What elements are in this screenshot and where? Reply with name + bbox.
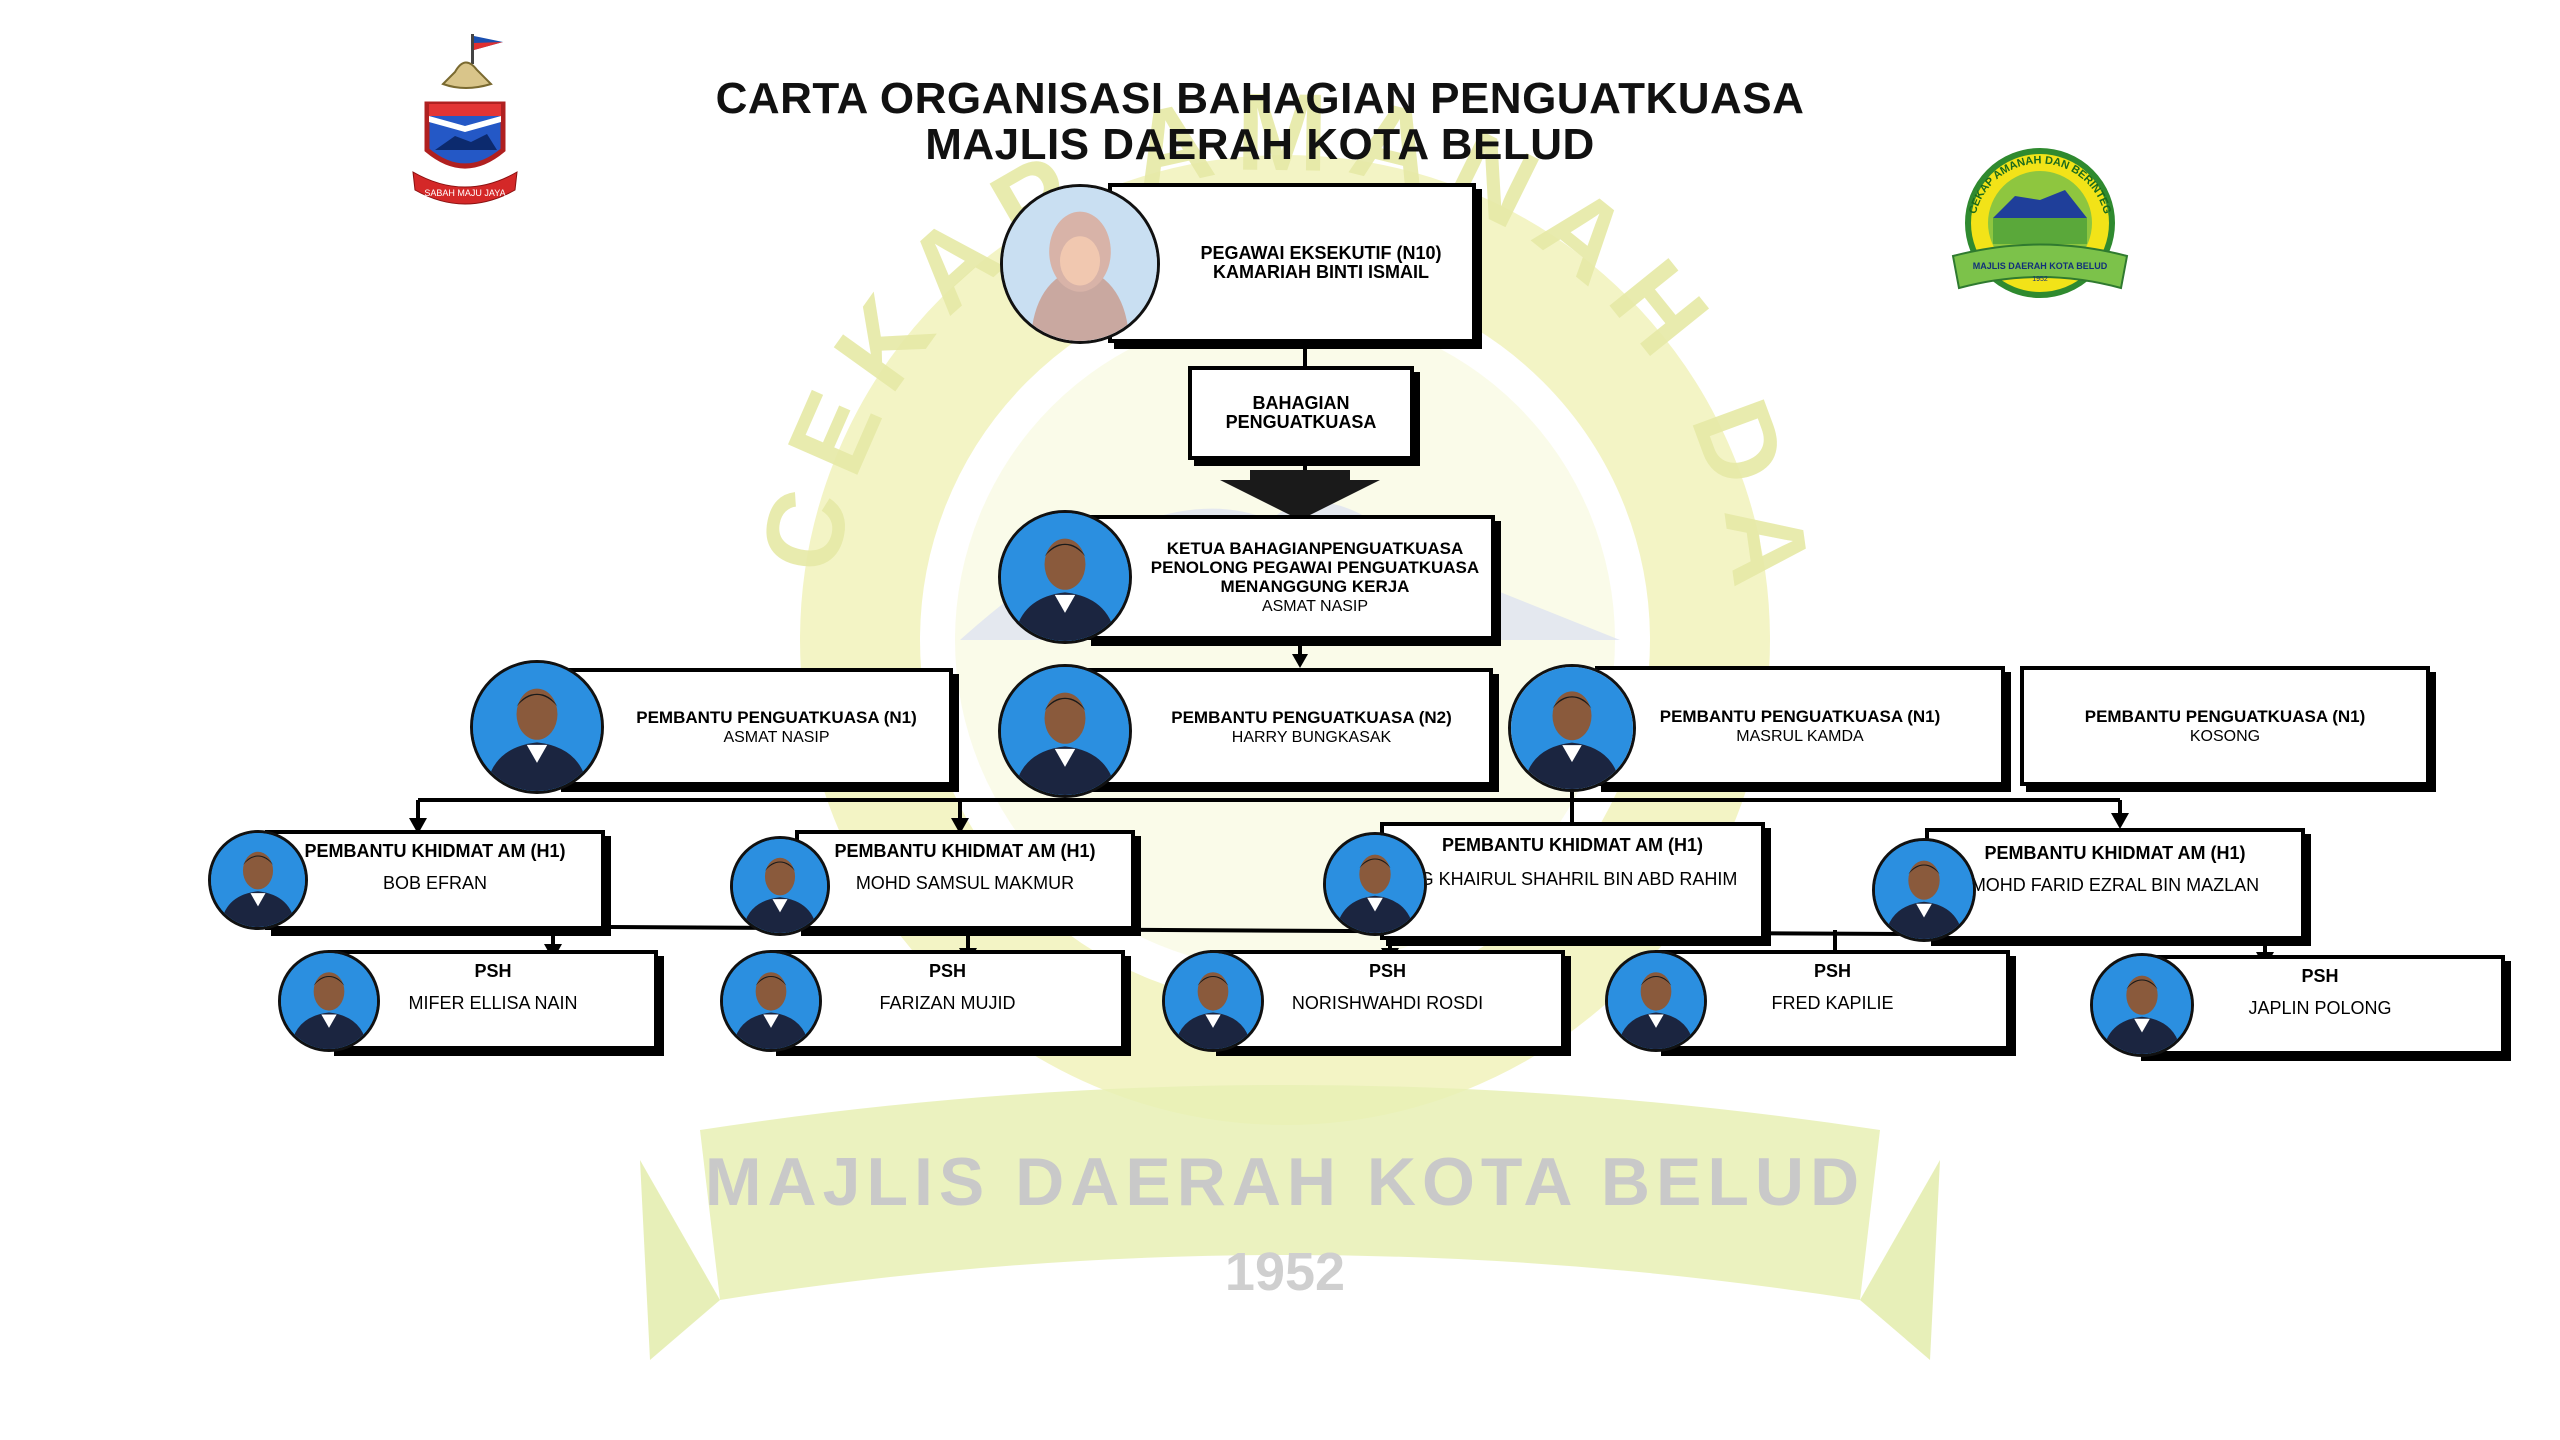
psh-photo [1605, 950, 1707, 1052]
general-worker-photo [730, 836, 830, 936]
psh-photo [1162, 950, 1264, 1052]
general-worker-role: PEMBANTU KHIDMAT AM (H1) [1984, 843, 2246, 863]
assistant-name: HARRY BUNGKASAK [1231, 728, 1392, 746]
psh-role: PSH [1813, 961, 1851, 981]
assistant-box: PEMBANTU PENGUATKUASA (N1) KOSONG [2020, 666, 2430, 786]
chief-line2: PENOLONG PEGAWAI PENGUATKUASA [1150, 558, 1480, 577]
assistant-photo [470, 660, 604, 794]
assistant-role: PEMBANTU PENGUATKUASA (N1) [2084, 706, 2366, 726]
general-worker-name: MOHD FARID EZRAL BIN MAZLAN [1970, 875, 2260, 895]
psh-name: MIFER ELLISA NAIN [408, 993, 578, 1013]
psh-box: PSH MIFER ELLISA NAIN [328, 950, 658, 1050]
assistant-role: PEMBANTU PENGUATKUASA (N2) [1171, 707, 1452, 727]
assistant-role: PEMBANTU PENGUATKUASA (N1) [636, 707, 917, 727]
head-name: KAMARIAH BINTI ISMAIL [1213, 262, 1429, 282]
psh-photo [2090, 953, 2194, 1057]
psh-photo [720, 950, 822, 1052]
chief-name: ASMAT NASIP [1261, 598, 1369, 615]
general-worker-photo [1872, 838, 1976, 942]
psh-box: PSH FARIZAN MUJID [770, 950, 1125, 1050]
assistant-box: PEMBANTU PENGUATKUASA (N1) ASMAT NASIP [555, 668, 953, 786]
general-worker-box: PEMBANTU KHIDMAT AM (H1) AG KHAIRUL SHAH… [1380, 822, 1765, 940]
division-box: BAHAGIAN PENGUATKUASA [1188, 366, 1414, 460]
state-crest-logo: SABAH MAJU JAYA [412, 34, 518, 205]
chart-title-line1: CARTA ORGANISASI BAHAGIAN PENGUATKUASA [715, 74, 1805, 123]
psh-name: NORISHWAHDI ROSDI [1291, 993, 1484, 1013]
head-officer-box: PEGAWAI EKSEKUTIF (N10) KAMARIAH BINTI I… [1108, 183, 1476, 343]
general-worker-name: MOHD SAMSUL MAKMUR [855, 873, 1075, 893]
psh-photo [278, 950, 380, 1052]
general-worker-name: AG KHAIRUL SHAHRIL BIN ABD RAHIM [1407, 869, 1738, 889]
general-worker-box: PEMBANTU KHIDMAT AM (H1) BOB EFRAN [265, 830, 605, 930]
general-worker-role: PEMBANTU KHIDMAT AM (H1) [834, 841, 1096, 861]
chief-line3: MENANGGUNG KERJA [1220, 577, 1410, 596]
psh-box: PSH NORISHWAHDI ROSDI [1210, 950, 1565, 1050]
chief-box: KETUA BAHAGIANPENGUATKUASA PENOLONG PEGA… [1085, 515, 1495, 640]
chief-line1: KETUA BAHAGIANPENGUATKUASA [1166, 539, 1464, 558]
psh-box: PSH JAPLIN POLONG [2135, 955, 2505, 1055]
council-emblem-logo: CEKAP AMANAH DAN BERINTEGRITI MAJLIS DAE… [1945, 138, 2129, 298]
crest-motto: SABAH MAJU JAYA [424, 188, 505, 198]
chart-title-line2: MAJLIS DAERAH KOTA BELUD [925, 120, 1595, 169]
division-line1: BAHAGIAN [1252, 393, 1350, 413]
assistant-role: PEMBANTU PENGUATKUASA (N1) [1659, 706, 1941, 726]
general-worker-box: PEMBANTU KHIDMAT AM (H1) MOHD SAMSUL MAK… [795, 830, 1135, 930]
assistant-name: ASMAT NASIP [723, 728, 830, 746]
general-worker-role: PEMBANTU KHIDMAT AM (H1) [304, 841, 566, 861]
division-down-arrow [1220, 470, 1380, 520]
psh-role: PSH [928, 961, 966, 981]
emblem-banner-text: MAJLIS DAERAH KOTA BELUD [1973, 261, 2108, 271]
chief-photo [998, 510, 1132, 644]
watermark-year: 1952 [1225, 1242, 1345, 1302]
head-role: PEGAWAI EKSEKUTIF (N10) [1200, 243, 1442, 263]
psh-role: PSH [474, 961, 512, 981]
head-officer-photo [1000, 184, 1160, 344]
psh-name: FRED KAPILIE [1771, 993, 1894, 1013]
emblem-year: 1952 [2032, 276, 2048, 283]
watermark-banner-text: MAJLIS DAERAH KOTA BELUD [705, 1144, 1865, 1220]
psh-name: JAPLIN POLONG [2248, 998, 2392, 1018]
psh-name: FARIZAN MUJID [879, 993, 1016, 1013]
general-worker-role: PEMBANTU KHIDMAT AM (H1) [1442, 835, 1703, 855]
assistant-photo [1508, 664, 1636, 792]
assistant-name: KOSONG [2189, 727, 2261, 745]
assistant-name: MASRUL KAMDA [1736, 727, 1864, 745]
general-worker-name: BOB EFRAN [382, 873, 488, 893]
psh-box: PSH FRED KAPILIE [1655, 950, 2010, 1050]
psh-role: PSH [2301, 966, 2339, 986]
psh-role: PSH [1368, 961, 1406, 981]
assistant-box: PEMBANTU PENGUATKUASA (N2) HARRY BUNGKAS… [1085, 668, 1493, 786]
division-line2: PENGUATKUASA [1225, 412, 1377, 432]
assistant-box: PEMBANTU PENGUATKUASA (N1) MASRUL KAMDA [1595, 666, 2005, 786]
general-worker-photo [208, 830, 308, 930]
assistant-photo [998, 664, 1132, 798]
general-worker-photo [1323, 832, 1427, 936]
general-worker-box: PEMBANTU KHIDMAT AM (H1) MOHD FARID EZRA… [1925, 828, 2305, 940]
